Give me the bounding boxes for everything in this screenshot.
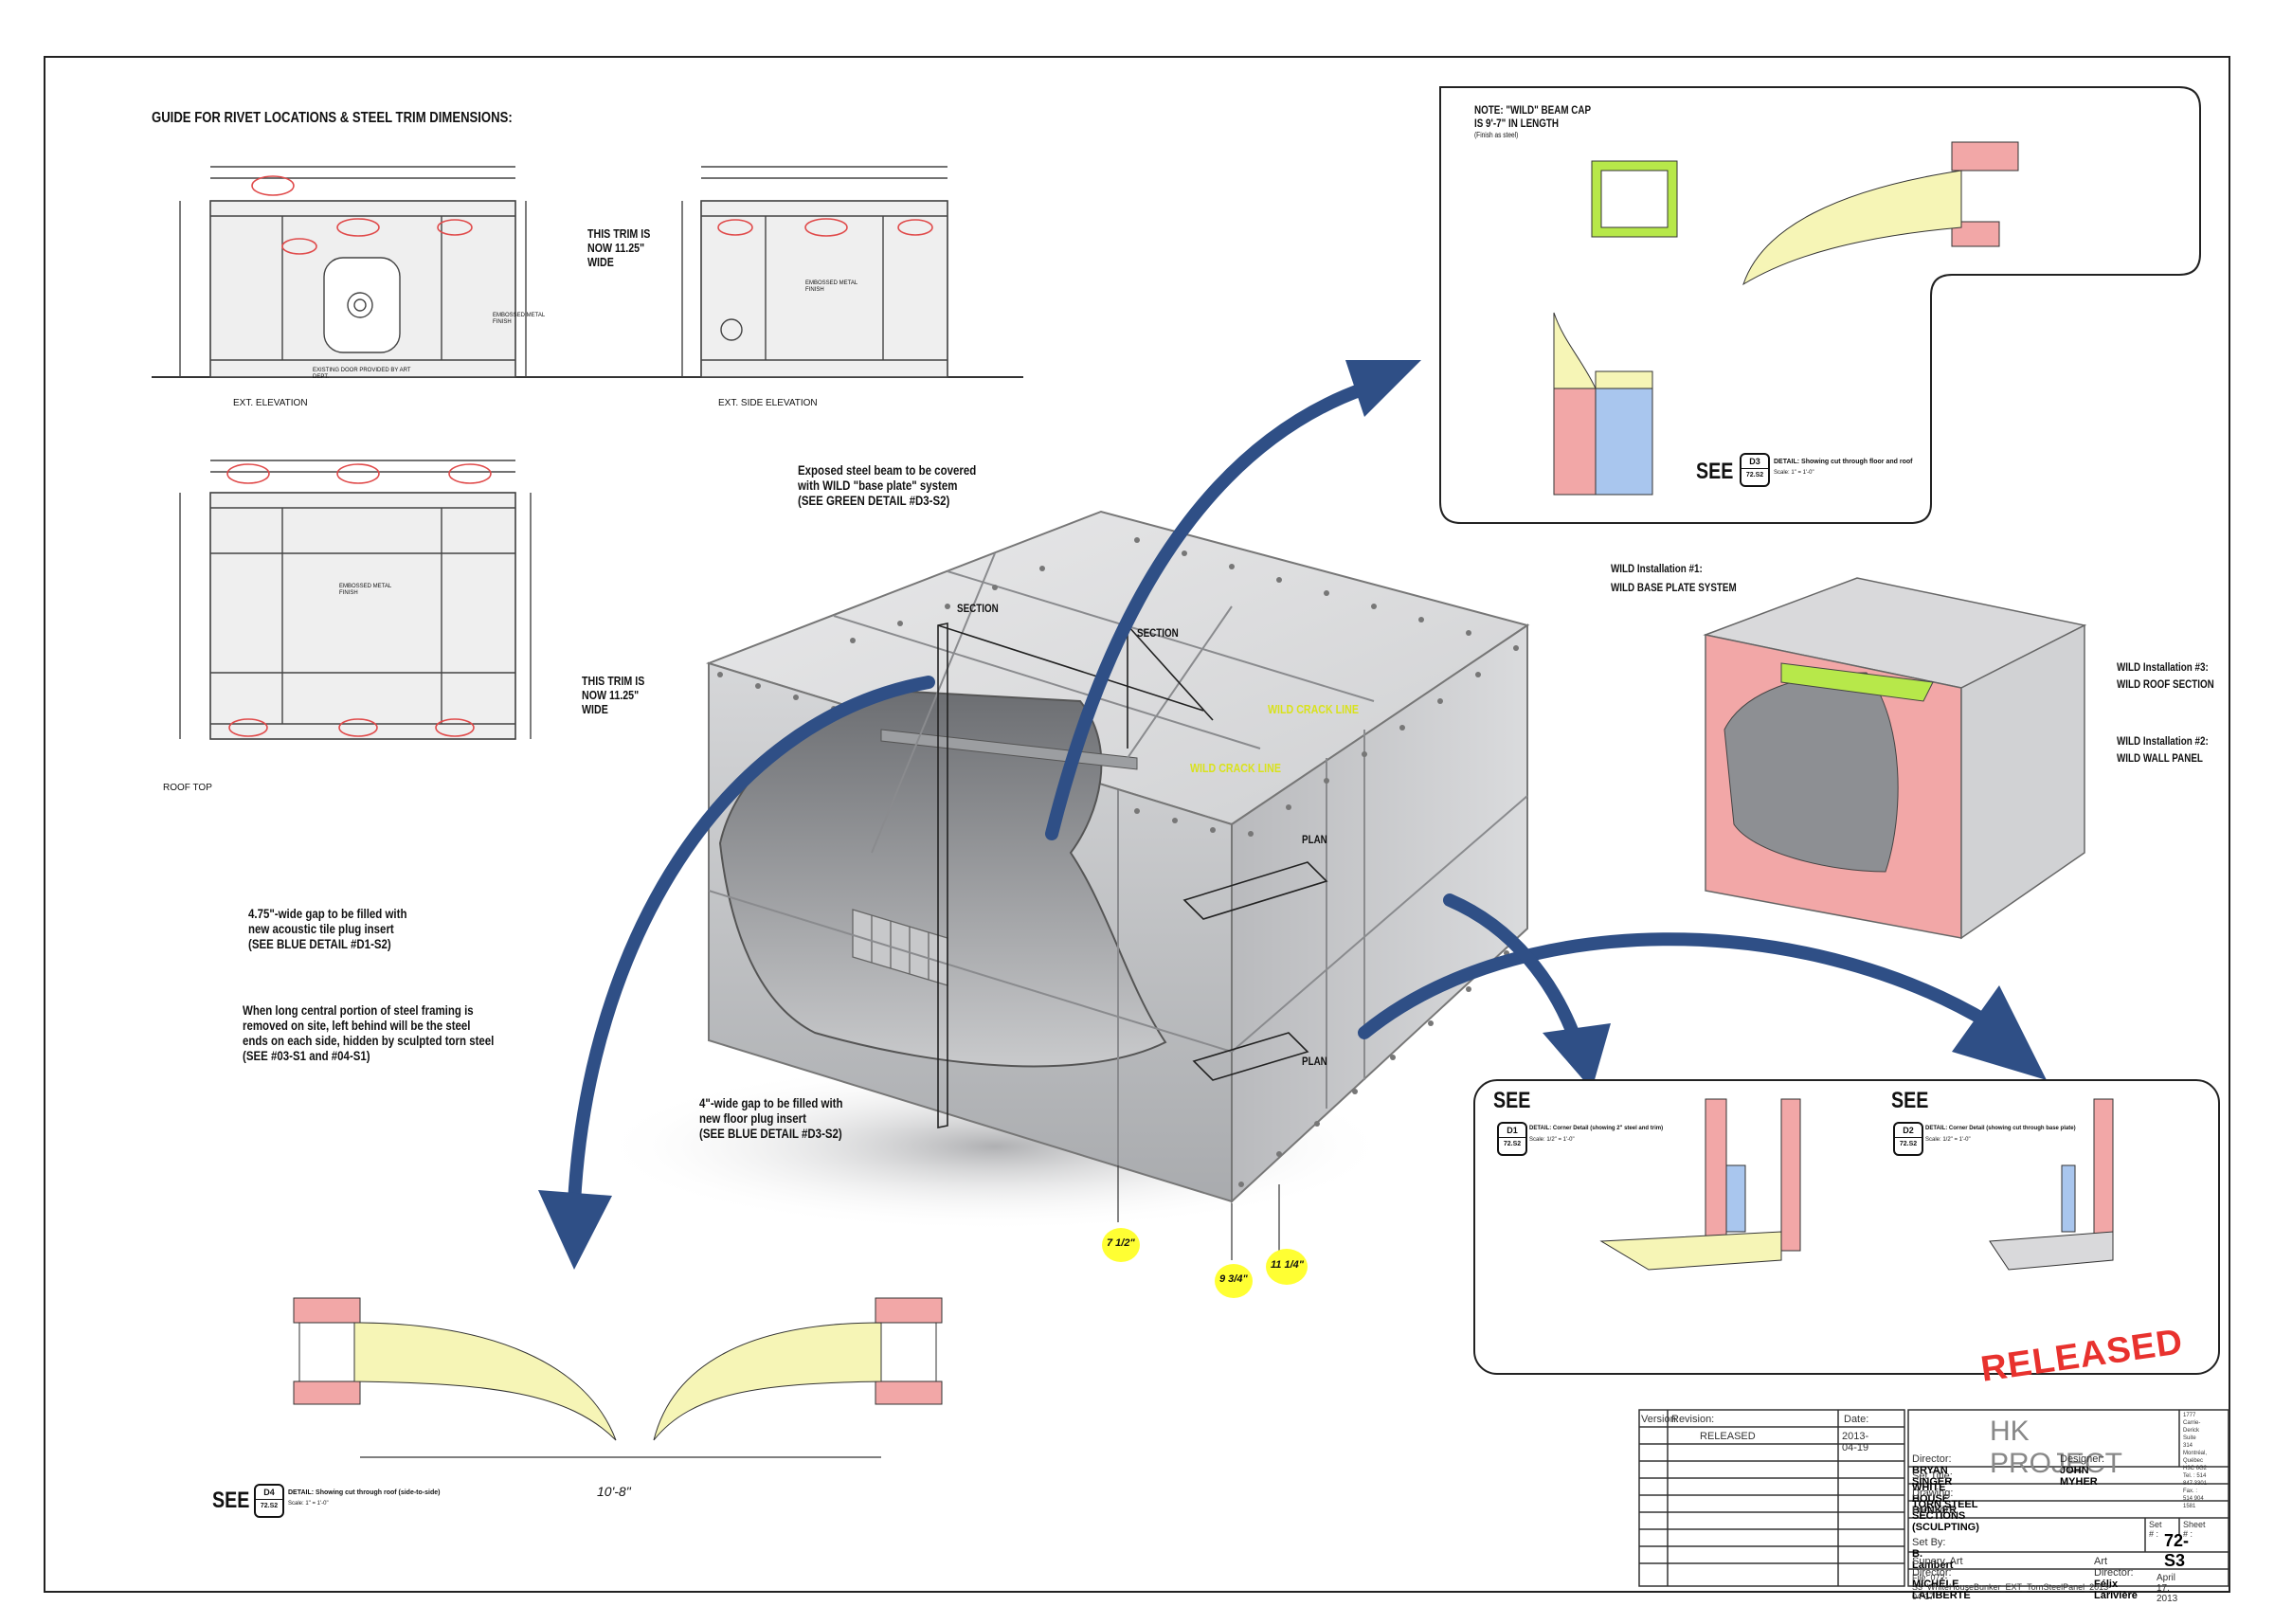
sheet-border bbox=[44, 56, 2230, 1593]
crack-line-1: WILD CRACK LINE bbox=[1268, 702, 1359, 716]
trim-note-1: THIS TRIM IS NOW 11.25" WIDE bbox=[587, 226, 651, 269]
dim-value-2: 9 3/4" bbox=[1219, 1273, 1248, 1285]
embossed-note-2: EMBOSSED METAL FINISH bbox=[805, 280, 858, 293]
tb-date-1: 2013-04-19 bbox=[1842, 1431, 1869, 1453]
tb-file-date: April 17, 2013 bbox=[2157, 1573, 2178, 1604]
arrow-heads bbox=[538, 360, 2047, 1270]
installation-1-label: WILD Installation #1:WILD BASE PLATE SYS… bbox=[1611, 562, 1737, 594]
installation-box bbox=[1703, 577, 2087, 940]
tb-set-by: Set By: B. Lambert bbox=[1912, 1537, 1954, 1571]
ext-elevation-label: EXT. ELEVATION bbox=[233, 398, 308, 408]
d4-dim-note: 10'-8" bbox=[597, 1484, 631, 1499]
existing-door-note: EXISTING DOOR PROVIDED BY ART DEPT. bbox=[313, 368, 411, 380]
tb-art-dir: Art Director: Félix Larivière bbox=[2094, 1556, 2138, 1601]
trim-note-2: THIS TRIM IS NOW 11.25" WIDE bbox=[582, 674, 645, 716]
d3-see: SEE bbox=[1696, 459, 1734, 484]
tb-sheet-no-lbl: Sheet # : bbox=[2183, 1520, 2206, 1539]
d4-desc: DETAIL: Showing cut through roof (side-t… bbox=[288, 1489, 441, 1496]
d3-scale: Scale: 1" = 1'-0" bbox=[1774, 470, 1814, 476]
detail-d4-drawing bbox=[293, 1297, 943, 1458]
installation-2-label: WILD Installation #2:WILD WALL PANEL bbox=[2117, 734, 2209, 765]
tb-director: Director: BRYAN SINGER bbox=[1912, 1453, 1953, 1488]
dim-highlight-1 bbox=[1102, 1228, 1140, 1262]
tb-designer: Designer: JOHN MYHER bbox=[2060, 1453, 2105, 1488]
detail-d1-d2-panel bbox=[1473, 1079, 2220, 1375]
ext-side-elevation-label: EXT. SIDE ELEVATION bbox=[718, 398, 818, 408]
d1-see: SEE bbox=[1493, 1088, 1531, 1113]
d4-see: SEE bbox=[212, 1488, 250, 1513]
tb-drawing: Drawing: TORN STEEL SECTIONS (SCULPTING) bbox=[1912, 1488, 1979, 1533]
crack-line-2: WILD CRACK LINE bbox=[1190, 761, 1281, 775]
tb-set-title: Set Title: WHITE HOUSE BUNKER bbox=[1912, 1471, 1958, 1516]
tb-location: Location: bbox=[1912, 1505, 1955, 1516]
tb-set-no: Set # : bbox=[2149, 1520, 2162, 1539]
dim-value-1: 7 1/2" bbox=[1107, 1237, 1135, 1249]
dim-highlight-2 bbox=[1215, 1264, 1253, 1298]
tb-supv: Superv. Art Director: MICHÈLE LALIBERTÉ bbox=[1912, 1556, 1971, 1601]
title-block-grid bbox=[1638, 1409, 2229, 1587]
section-label-1: SECTION bbox=[957, 602, 999, 615]
dim-value-3: 11 1/4" bbox=[1271, 1259, 1304, 1271]
tb-sheet-no: 72-S3 bbox=[2164, 1531, 2190, 1570]
ext-elevation-drawing bbox=[152, 166, 1023, 378]
section-label-2: SECTION bbox=[1137, 626, 1179, 640]
plan-label-1: PLAN bbox=[1302, 833, 1327, 846]
tb-revision-1: RELEASED bbox=[1700, 1431, 1756, 1442]
embossed-note-1: EMBOSSED METAL FINISH bbox=[493, 313, 546, 325]
guide-title: GUIDE FOR RIVET LOCATIONS & STEEL TRIM D… bbox=[152, 110, 513, 126]
d1-scale: Scale: 1/2" = 1'-0" bbox=[1529, 1137, 1575, 1143]
roof-top-drawing bbox=[179, 460, 532, 740]
revision-clouds bbox=[226, 175, 933, 737]
ext-side-elevation-drawing bbox=[681, 166, 948, 378]
tb-revision-hdr: Revision: bbox=[1671, 1414, 1715, 1425]
installation-3-label: WILD Installation #3:WILD ROOF SECTION bbox=[2117, 660, 2214, 691]
dim-highlight-3 bbox=[1266, 1249, 1308, 1285]
tb-file: File: 072-S3_WhiteHouseBunker_EXT_TornSt… bbox=[1912, 1573, 2112, 1601]
tb-version-hdr: Version: bbox=[1641, 1414, 1679, 1425]
d2-scale: Scale: 1/2" = 1'-0" bbox=[1925, 1137, 1971, 1143]
tb-date-hdr: Date: bbox=[1844, 1414, 1869, 1425]
bunker-3d-cutaway bbox=[597, 510, 1530, 1260]
d3-desc: DETAIL: Showing cut through floor and ro… bbox=[1774, 459, 1913, 465]
tb-project: HK PROJECT bbox=[1990, 1416, 2123, 1479]
d1-desc: DETAIL: Corner Detail (showing 2" steel … bbox=[1529, 1126, 1664, 1131]
detail-d3-panel bbox=[1439, 86, 2201, 524]
roof-top-label: ROOF TOP bbox=[163, 783, 212, 793]
flow-arrows bbox=[568, 382, 1996, 1210]
plan-label-2: PLAN bbox=[1302, 1055, 1327, 1068]
embossed-note-3: EMBOSSED METAL FINISH bbox=[339, 584, 392, 596]
central-framing-note: When long central portion of steel frami… bbox=[243, 1002, 495, 1064]
d4-scale: Scale: 1" = 1'-0" bbox=[288, 1501, 329, 1507]
d2-desc: DETAIL: Corner Detail (showing cut throu… bbox=[1925, 1126, 2076, 1131]
d2-see: SEE bbox=[1891, 1088, 1929, 1113]
